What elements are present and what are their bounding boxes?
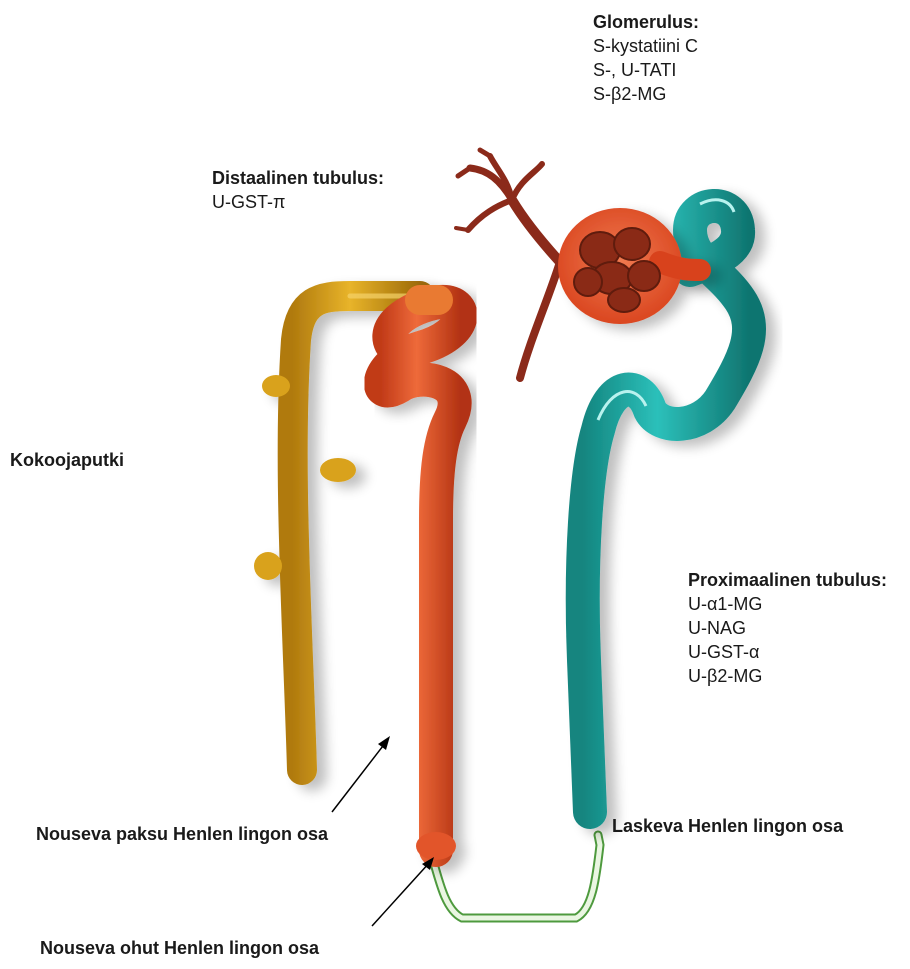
glomerulus-label: Glomerulus: S-kystatiini C S-, U-TATI S-… bbox=[593, 10, 699, 106]
glomerulus-marker: S-, U-TATI bbox=[593, 58, 699, 82]
distal-tubule-marker: U-GST-π bbox=[212, 190, 384, 214]
proximal-tubule-title: Proximaalinen tubulus: bbox=[688, 568, 887, 592]
ascending-thin-limb-label: Nouseva ohut Henlen lingon osa bbox=[40, 936, 319, 960]
glomerulus-title: Glomerulus: bbox=[593, 10, 699, 34]
proximal-tubule-label: Proximaalinen tubulus: U-α1-MG U-NAG U-G… bbox=[688, 568, 887, 688]
collecting-duct-label: Kokoojaputki bbox=[10, 448, 124, 472]
arrow-ascending-thin bbox=[372, 857, 434, 926]
descending-limb-label: Laskeva Henlen lingon osa bbox=[612, 814, 843, 838]
afferent-vessel bbox=[456, 150, 560, 378]
arrow-ascending-thick bbox=[332, 736, 390, 812]
distal-tubule-title: Distaalinen tubulus: bbox=[212, 166, 384, 190]
glomerulus-marker: S-β2-MG bbox=[593, 82, 699, 106]
proximal-tubule-marker: U-α1-MG bbox=[688, 592, 887, 616]
proximal-tubule-marker: U-GST-α bbox=[688, 640, 887, 664]
glomerulus-marker: S-kystatiini C bbox=[593, 34, 699, 58]
distal-tubule bbox=[381, 300, 461, 860]
ascending-thick-limb-label: Nouseva paksu Henlen lingon osa bbox=[36, 822, 328, 846]
thin-limb-loop bbox=[432, 835, 600, 918]
proximal-tubule-marker: U-β2-MG bbox=[688, 664, 887, 688]
proximal-tubule-marker: U-NAG bbox=[688, 616, 887, 640]
distal-tubule-label: Distaalinen tubulus: U-GST-π bbox=[212, 166, 384, 214]
